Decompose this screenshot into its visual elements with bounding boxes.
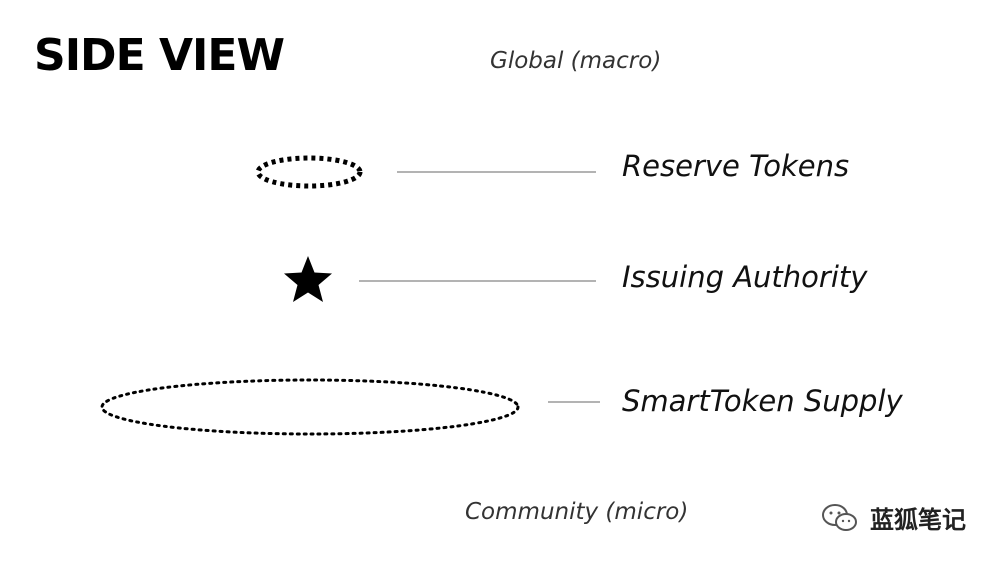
page-title: SIDE VIEW bbox=[34, 30, 285, 81]
bottom-level-label: Community (micro) bbox=[465, 499, 689, 525]
item-label-reserve-tokens: Reserve Tokens bbox=[622, 149, 850, 183]
dotted-large-ellipse-icon bbox=[100, 378, 520, 436]
star-icon bbox=[284, 256, 332, 302]
watermark: 蓝狐笔记 bbox=[820, 500, 966, 535]
item-label-issuing-authority: Issuing Authority bbox=[622, 260, 868, 294]
watermark-text: 蓝狐笔记 bbox=[870, 506, 966, 534]
top-level-label: Global (macro) bbox=[490, 48, 662, 74]
item-label-smarttoken-supply: SmartToken Supply bbox=[622, 384, 903, 418]
dotted-small-ellipse-icon bbox=[255, 155, 363, 189]
wechat-icon bbox=[822, 503, 857, 531]
